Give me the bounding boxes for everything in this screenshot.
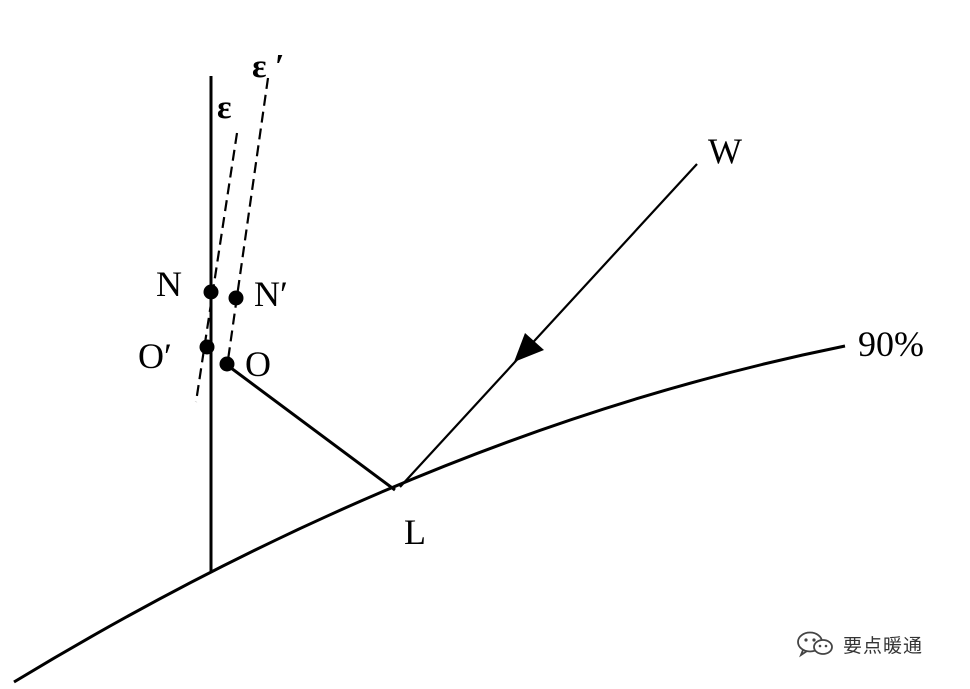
label-w: W	[708, 131, 742, 171]
point-o-prime	[199, 339, 215, 355]
arrow-head	[514, 333, 544, 362]
wechat-icon	[797, 631, 833, 658]
label-curve-90: 90%	[858, 324, 924, 364]
line-o-l	[226, 363, 396, 492]
epsilon-dashed-line	[194, 132, 239, 403]
watermark: 要点暖通	[795, 630, 923, 658]
line-w-l	[399, 163, 698, 488]
watermark-text: 要点暖通	[843, 634, 924, 657]
point-n	[203, 284, 219, 300]
epsilon-prime-dashed-line	[226, 77, 270, 361]
label-epsilon: ε	[217, 89, 232, 126]
label-o: O	[245, 344, 271, 384]
point-n-prime	[228, 290, 244, 306]
label-n: N	[156, 264, 182, 304]
label-n-prime: N′	[254, 274, 288, 314]
label-o-prime: O′	[138, 336, 172, 376]
point-o	[219, 356, 235, 372]
label-epsilon-prime: ε ′	[252, 48, 285, 85]
humidity-curve-90	[13, 344, 846, 684]
label-l: L	[404, 512, 426, 552]
